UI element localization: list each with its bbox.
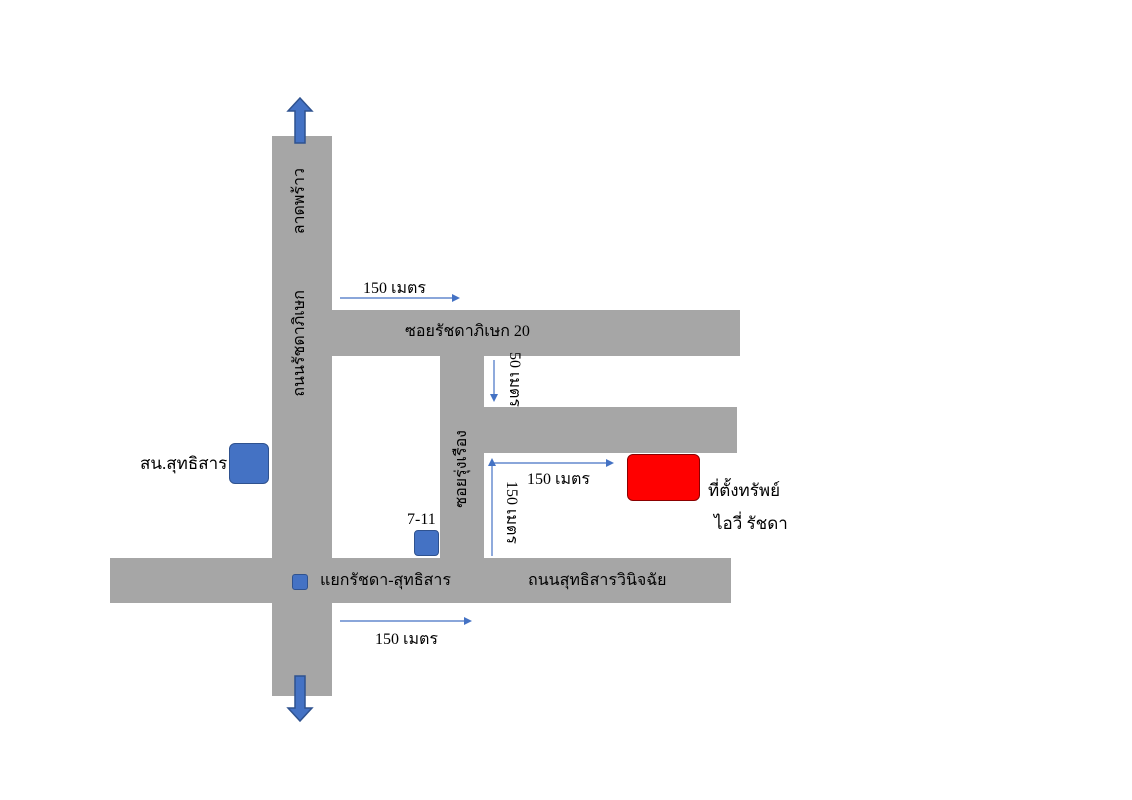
police-station-marker: [229, 443, 269, 484]
seven-eleven-marker: [414, 530, 439, 556]
to-property-arrow-icon: [492, 459, 614, 467]
to-property-distance-label: 150 เมตร: [527, 471, 590, 488]
ratchadaphisek-label: ถนนรัชดาภิเษก: [291, 290, 308, 397]
up-from-sutthisan-arrow-icon: [488, 458, 496, 556]
intersection-marker: [292, 574, 308, 590]
lat-phrao-label: ลาดพร้าว: [291, 168, 308, 235]
police-station-label: สน.สุทธิสาร: [140, 454, 228, 473]
soi-ratchada-20-label: ซอยรัชดาภิเษก 20: [405, 323, 530, 340]
property-label-line1: ที่ตั้งทรัพย์: [708, 481, 781, 500]
soi-down-arrow-icon: [490, 360, 498, 402]
south-arrow-icon: [286, 675, 314, 723]
seven-eleven-label: 7-11: [407, 511, 436, 528]
bottom-distance-arrow-icon: [340, 617, 472, 625]
soi-ratchada-20-road: [332, 310, 740, 356]
soi-roong-rueang-road: [440, 356, 484, 558]
sutthisan-label: ถนนสุทธิสารวินิจฉัย: [528, 572, 667, 589]
property-marker: [627, 454, 700, 501]
soi-down-distance-label: 50 เมตร: [506, 352, 523, 407]
bottom-distance-label: 150 เมตร: [375, 631, 438, 648]
property-label-line2: ไอวี่ รัชดา: [714, 514, 788, 533]
top-distance-label: 150 เมตร: [363, 280, 426, 297]
top-distance-arrow-icon: [340, 294, 460, 302]
soi-roong-rueang-label: ซอยรุ่งเรือง: [453, 430, 470, 508]
up-from-sutthisan-distance-label: 150 เมตร: [503, 481, 520, 544]
intersection-label: แยกรัชดา-สุทธิสาร: [320, 572, 451, 589]
sutthisan-road: [110, 558, 731, 603]
north-arrow-icon: [286, 96, 314, 144]
soi-branch-road: [484, 407, 737, 453]
